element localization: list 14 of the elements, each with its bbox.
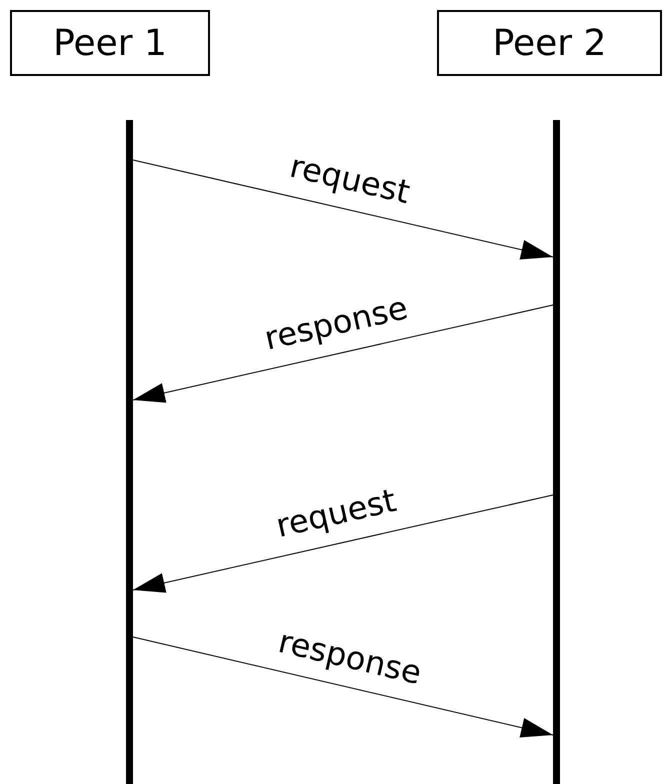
edge-label: response xyxy=(275,624,424,689)
participant-box xyxy=(437,10,662,76)
edge-label: request xyxy=(274,484,400,542)
participant-name: Peer 1 xyxy=(53,22,167,64)
edge-label: request xyxy=(286,150,413,209)
participant-box xyxy=(10,10,210,76)
edge-label: response xyxy=(262,292,411,355)
message-arrow xyxy=(132,636,554,738)
message-arrow xyxy=(132,494,554,593)
message-arrow xyxy=(132,304,554,403)
message-arrow xyxy=(132,160,554,260)
lifeline xyxy=(553,120,560,784)
lifeline xyxy=(126,120,133,784)
participant-name: Peer 2 xyxy=(492,22,606,64)
